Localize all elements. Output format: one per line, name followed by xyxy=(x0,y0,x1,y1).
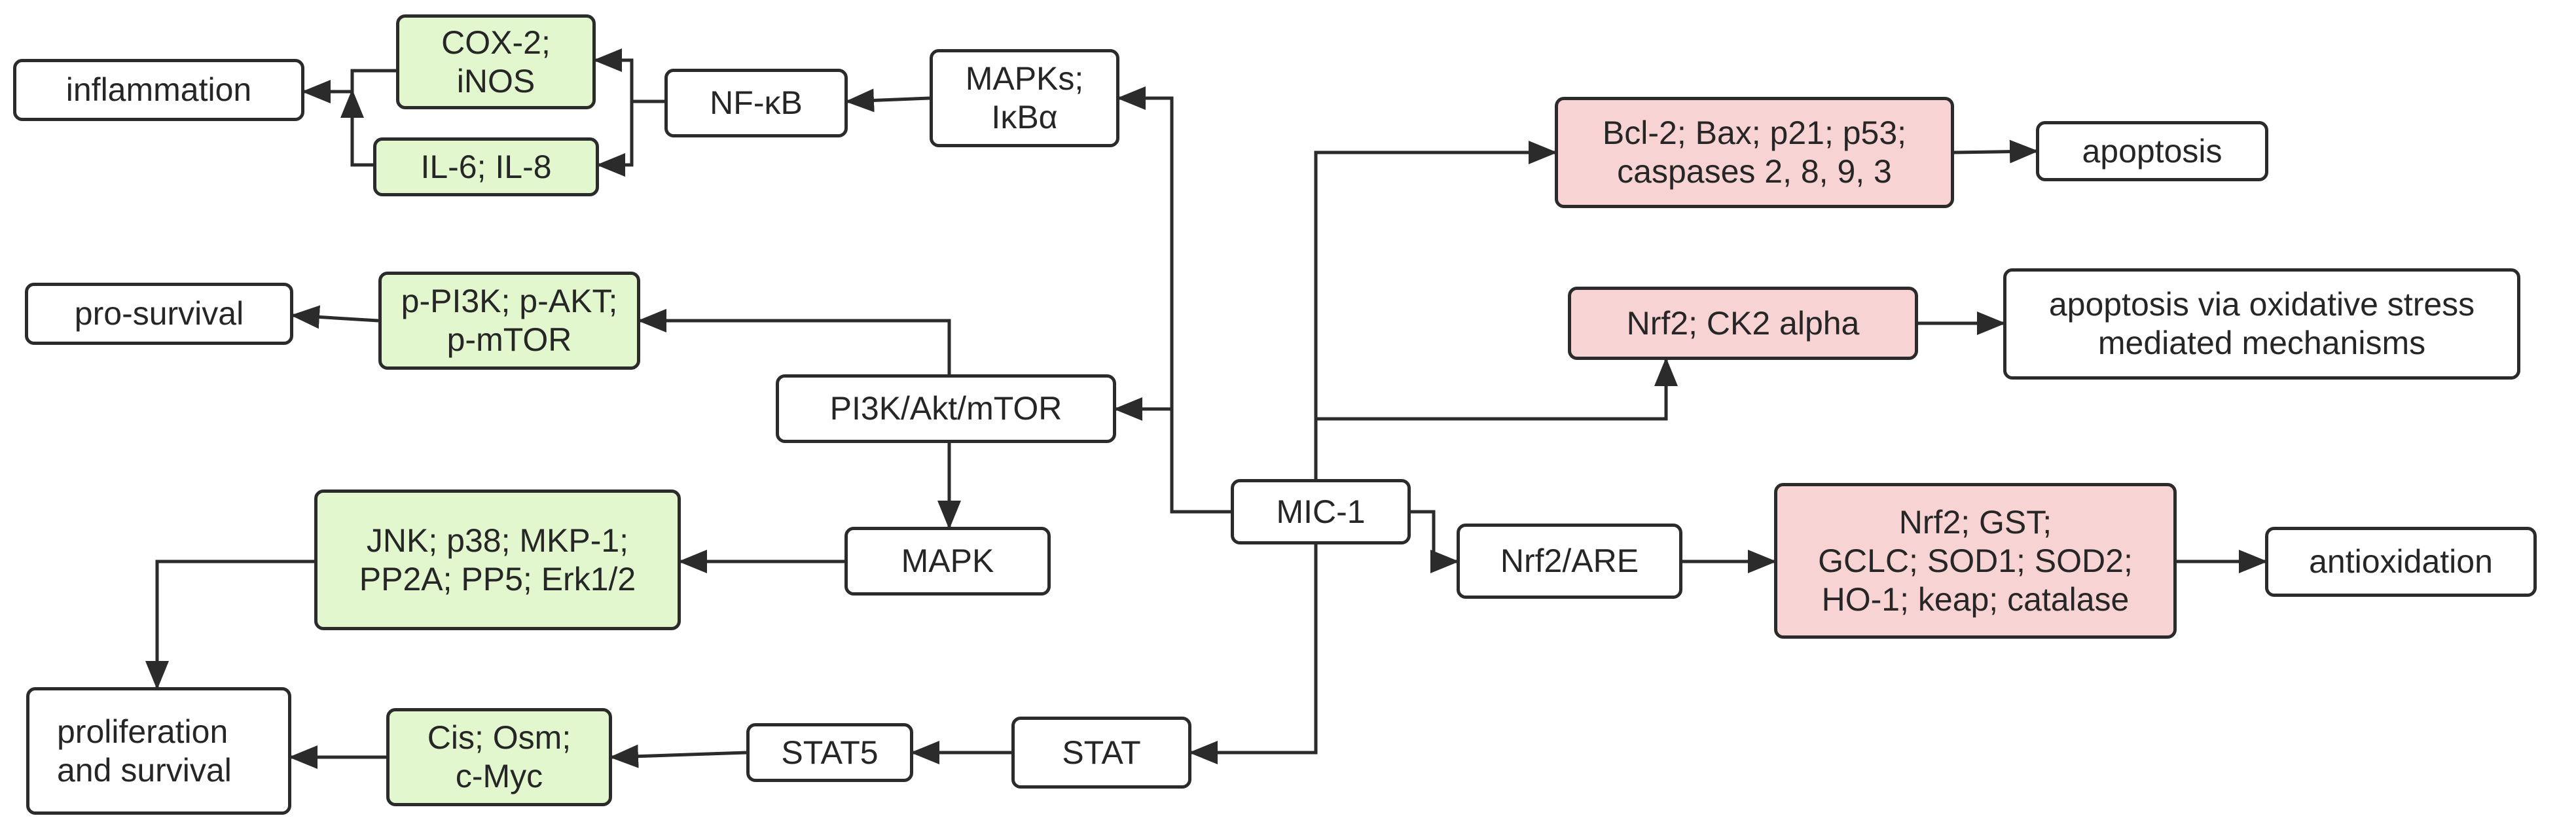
node-apoptosis: apoptosis xyxy=(2036,121,2268,181)
node-jnk-p38-group: JNK; p38; MKP-1; PP2A; PP5; Erk1/2 xyxy=(314,490,681,630)
node-apoptosis-oxidative-stress: apoptosis via oxidative stress mediated … xyxy=(2003,268,2520,380)
arrow-nfkb-to-cox2-inos xyxy=(593,48,664,103)
node-mic1: MIC-1 xyxy=(1231,479,1411,544)
node-cis-osm-cmyc: Cis; Osm; c-Myc xyxy=(386,708,612,806)
arrow-mapks-ikba-to-nfkb xyxy=(845,88,930,113)
arrow-pi3k-akt-mtor-to-ppi3k xyxy=(638,309,951,374)
node-nrf2-gst-group: Nrf2; GST; GCLC; SOD1; SOD2; HO-1; keap;… xyxy=(1774,483,2177,639)
node-ppi3k-pakt-pmtor: p-PI3K; p-AKT; p-mTOR xyxy=(378,272,640,370)
node-pro-survival: pro-survival xyxy=(25,283,293,345)
arrow-mic1-to-nrf2-ck2 xyxy=(1316,357,1678,421)
arrow-nfkb-to-il6-il8 xyxy=(596,101,634,177)
arrow-jnk-group-to-proliferation xyxy=(145,560,314,690)
arrow-stat5-to-cis-osm xyxy=(609,744,747,768)
arrow-mic1-to-mapks-ikba xyxy=(1117,86,1231,514)
node-nrf2-ck2-alpha: Nrf2; CK2 alpha xyxy=(1568,287,1918,360)
node-pi3k-akt-mtor: PI3K/Akt/mTOR xyxy=(776,374,1116,443)
node-mapk: MAPK xyxy=(844,527,1051,596)
node-nrf2-are: Nrf2/ARE xyxy=(1457,524,1682,599)
node-inflammation: inflammation xyxy=(13,59,304,121)
arrow-bcl2-group-to-apoptosis xyxy=(1953,139,2039,164)
node-cox2-inos: COX-2; iNOS xyxy=(396,14,596,109)
node-stat5: STAT5 xyxy=(746,723,913,782)
arrow-mic1-to-bcl2-group xyxy=(1314,141,1557,479)
node-nfkb: NF-κB xyxy=(664,69,848,137)
node-mapks-ikba: MAPKs; IκBα xyxy=(930,49,1119,147)
arrow-cox2-inos-to-inflammation xyxy=(302,69,396,103)
node-bcl2-bax-group: Bcl-2; Bax; p21; p53; caspases 2, 8, 9, … xyxy=(1555,97,1954,208)
arrow-mic1-to-nrf2-are xyxy=(1411,510,1459,573)
arrow-mic1-to-pi3k-akt-mtor xyxy=(1114,397,1174,512)
node-antioxidation: antioxidation xyxy=(2265,527,2537,597)
arrow-mic1-to-stat xyxy=(1189,544,1318,764)
arrow-ppi3k-to-pro-survival xyxy=(291,305,379,329)
arrow-il6-il8-to-inflammation xyxy=(340,89,373,167)
node-il6-il8: IL-6; IL-8 xyxy=(373,137,599,196)
node-proliferation-survival: proliferation and survival xyxy=(26,687,291,815)
node-stat: STAT xyxy=(1011,717,1191,789)
